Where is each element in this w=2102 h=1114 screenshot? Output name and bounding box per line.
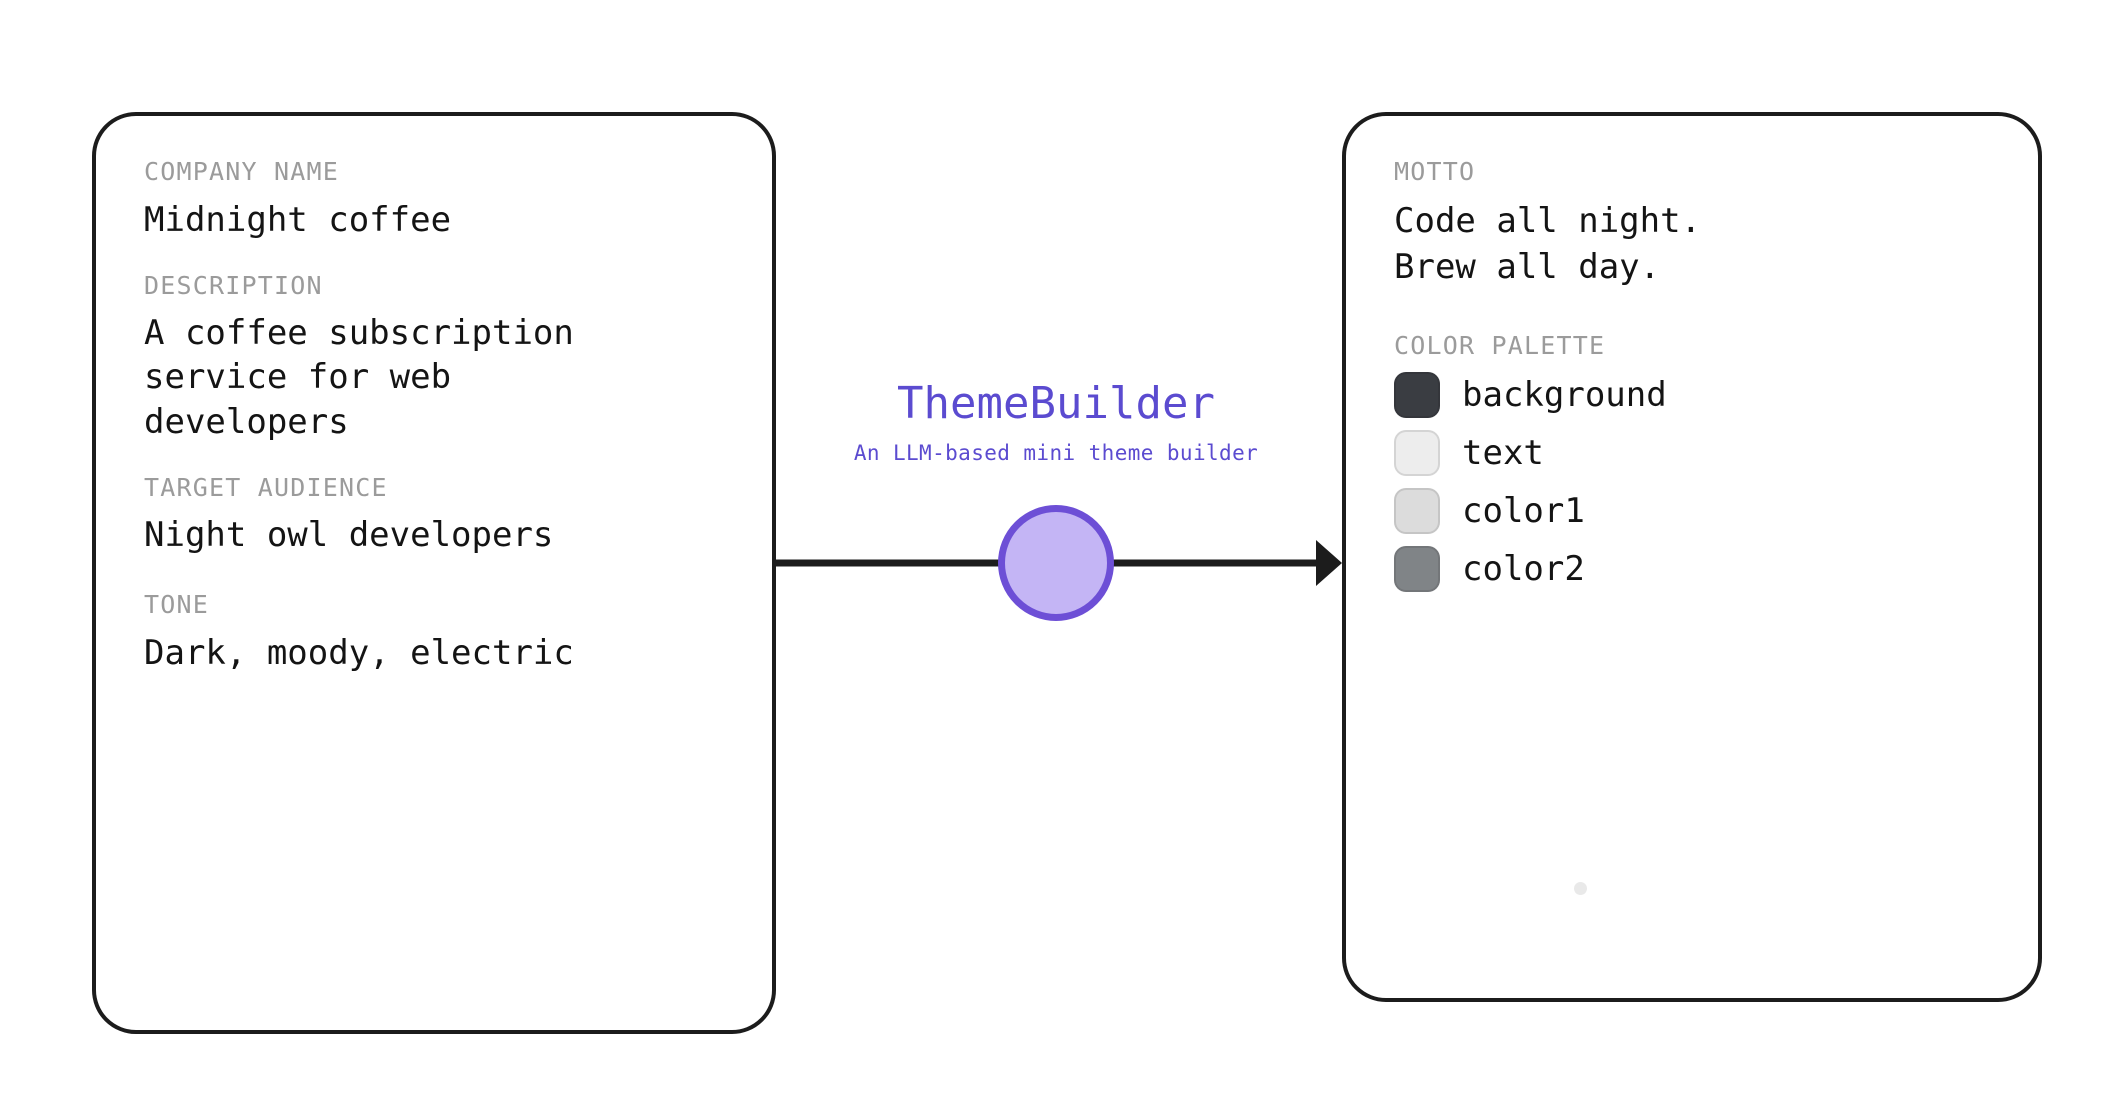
input-card-body: COMPANY NAME Midnight coffee DESCRIPTION…: [96, 116, 772, 1030]
field-target-audience: TARGET AUDIENCE Night owl developers: [144, 474, 724, 558]
app-subtitle: An LLM-based mini theme builder: [853, 441, 1259, 466]
color-swatch-label: color1: [1462, 491, 1585, 532]
palette-row[interactable]: background: [1394, 371, 1990, 419]
output-theme-card: MOTTO Code all night. Brew all day. COLO…: [1342, 112, 2042, 1002]
color-swatch-background[interactable]: [1394, 372, 1440, 419]
field-value-description: A coffee subscription service for web de…: [144, 313, 574, 442]
field-value-motto: Code all night. Brew all day.: [1394, 200, 1702, 287]
app-title: ThemeBuilder: [897, 378, 1215, 429]
field-value-company-name: Midnight coffee: [144, 199, 452, 240]
color-palette-list: background text color1 color2: [1394, 371, 1990, 593]
color-swatch-color1[interactable]: [1394, 488, 1440, 535]
flow-node-circle: [998, 505, 1114, 621]
color-swatch-label: text: [1462, 433, 1544, 474]
color-swatch-color2[interactable]: [1394, 546, 1440, 593]
field-label-company-name: COMPANY NAME: [144, 157, 340, 186]
field-label-tone: TONE: [144, 590, 210, 620]
output-card-body: MOTTO Code all night. Brew all day. COLO…: [1346, 116, 2038, 998]
decorative-dot: [1574, 882, 1587, 895]
app-label-group: ThemeBuilder An LLM-based mini theme bui…: [776, 378, 1336, 466]
field-label-color-palette: COLOR PALETTE: [1394, 330, 1606, 360]
field-value-tone: Dark, moody, electric: [144, 632, 574, 673]
field-color-palette: COLOR PALETTE background text color1 color2: [1394, 332, 1990, 594]
field-label-description: DESCRIPTION: [144, 270, 323, 300]
color-swatch-label: background: [1462, 375, 1667, 416]
field-value-target-audience: Night owl developers: [144, 515, 554, 556]
input-brief-card: COMPANY NAME Midnight coffee DESCRIPTION…: [92, 112, 776, 1034]
field-tone: TONE Dark, moody, electric: [144, 591, 724, 675]
field-description: DESCRIPTION A coffee subscription servic…: [144, 272, 724, 444]
palette-row[interactable]: color2: [1394, 545, 1990, 593]
palette-row[interactable]: color1: [1394, 487, 1990, 535]
flow-connector: [776, 490, 1342, 640]
palette-row[interactable]: text: [1394, 429, 1990, 477]
field-motto: MOTTO Code all night. Brew all day.: [1394, 158, 1990, 290]
field-company-name: COMPANY NAME Midnight coffee: [144, 158, 724, 242]
field-label-motto: MOTTO: [1394, 157, 1476, 186]
color-swatch-label: color2: [1462, 549, 1585, 590]
color-swatch-text[interactable]: [1394, 430, 1440, 477]
field-label-target-audience: TARGET AUDIENCE: [144, 472, 388, 502]
